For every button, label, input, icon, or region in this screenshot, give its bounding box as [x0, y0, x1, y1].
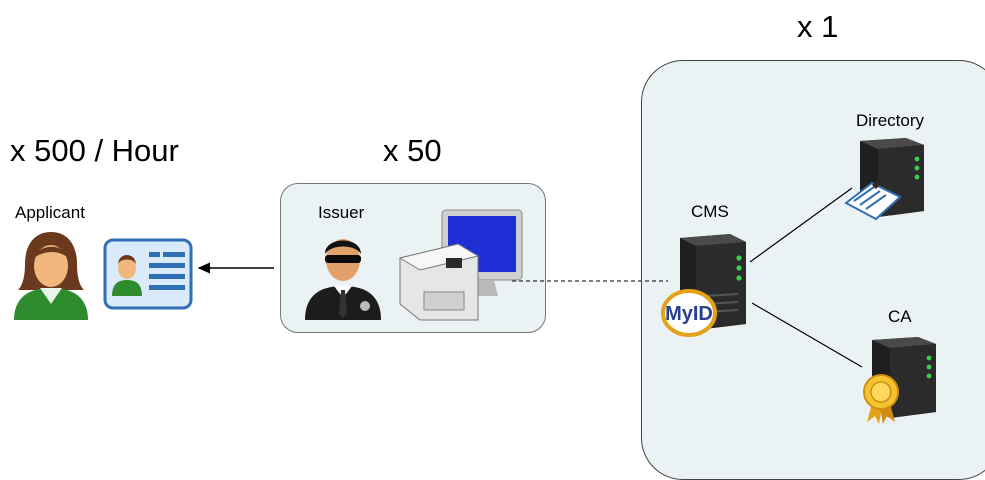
- issuer-count: x 50: [383, 133, 442, 168]
- directory-server-icon: [844, 138, 924, 221]
- issuer-label: Issuer: [318, 203, 365, 222]
- applicant-label: Applicant: [15, 203, 85, 222]
- cms-label: CMS: [691, 202, 729, 221]
- applicant-rate: x 500 / Hour: [10, 133, 179, 168]
- issuer-agent-icon: [305, 239, 381, 320]
- myid-logo-icon: MyID: [661, 289, 717, 337]
- card-printer-icon: [398, 209, 523, 321]
- certificate-rosette-icon: [863, 374, 899, 424]
- id-card-icon: [103, 238, 193, 310]
- backend-count: x 1: [797, 9, 839, 44]
- cms-ca-link: [751, 302, 863, 368]
- connectors: [197, 187, 863, 368]
- cms-directory-link: [749, 187, 853, 263]
- directory-label: Directory: [856, 111, 925, 130]
- applicant-person-icon: [14, 232, 88, 320]
- myid-logo-text: MyID: [665, 303, 713, 325]
- ca-label: CA: [888, 307, 912, 326]
